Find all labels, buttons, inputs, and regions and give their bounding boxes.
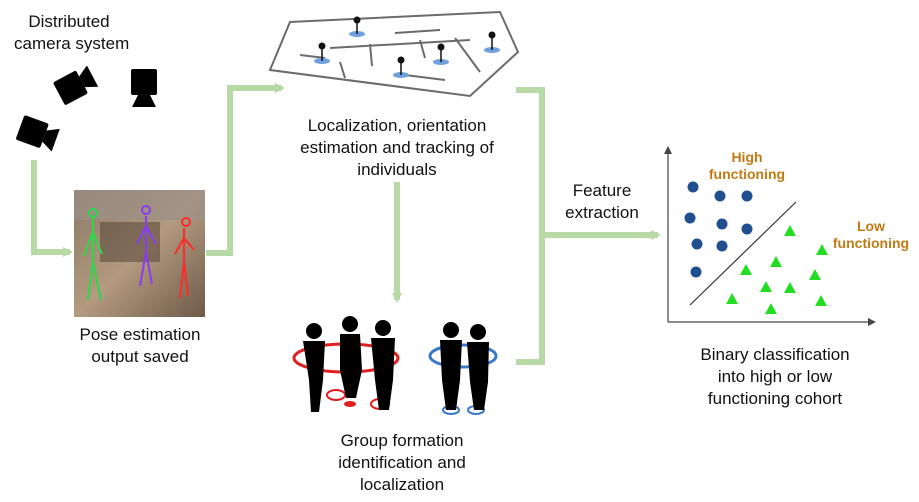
high-functioning-point (691, 238, 703, 250)
video-camera-icon (53, 65, 99, 105)
map-pin-icon (349, 16, 365, 37)
pose-label-line1: Pose estimation (79, 325, 201, 344)
person-silhouette-icon (303, 323, 325, 412)
high-functioning-point (690, 266, 702, 278)
low-functioning-point (765, 303, 777, 314)
low-functioning-point (760, 281, 772, 292)
map-pin-icon (314, 42, 330, 64)
pose-skeleton (136, 205, 157, 287)
loc-label-line3: individuals (357, 160, 437, 179)
group-ring-blue (428, 343, 498, 369)
feature-extraction-label: Feature extraction (552, 180, 652, 224)
high-functioning-points (684, 181, 753, 278)
high-functioning-point (716, 218, 728, 230)
high-functioning-point (714, 190, 726, 202)
high-functioning-point (716, 240, 728, 252)
bin-label-line1: Binary classification (700, 345, 850, 364)
pose-estimation-image (74, 190, 205, 317)
low-functioning-point (815, 295, 827, 306)
person-silhouette-icon (440, 322, 462, 410)
connector-arrows (31, 83, 661, 365)
pose-estimation-label: Pose estimation output saved (60, 324, 220, 368)
low-label-line2: functioning (832, 235, 910, 251)
low-functioning-point (726, 293, 738, 304)
arrow-pose-to-localization (206, 83, 285, 256)
feat-label-line2: extraction (565, 203, 639, 222)
group-label-line3: localization (359, 475, 445, 494)
high-functioning-point (687, 181, 699, 193)
loc-label-line2: estimation and tracking of (300, 138, 494, 157)
group-label-line2: identification and (338, 453, 466, 472)
high-functioning-point (741, 190, 753, 202)
low-functioning-point (770, 256, 782, 267)
group-formation-label: Group formation identification and local… (322, 430, 482, 496)
map-pin-icon (484, 31, 500, 53)
binary-classification-label: Binary classification into high or low f… (680, 344, 870, 410)
low-functioning-point (784, 225, 796, 236)
high-label-line2: functioning (708, 166, 786, 182)
bin-label-line3: functioning cohort (707, 389, 843, 408)
person-silhouette-icon (467, 324, 489, 410)
loc-label-line1: Localization, orientation (307, 116, 487, 135)
pose-skeleton (83, 208, 103, 301)
person-silhouette-icon (371, 320, 395, 410)
video-camera-icon (131, 69, 157, 107)
floor-plan-map (268, 10, 520, 98)
bin-label-line2: into high or low (717, 367, 833, 386)
low-functioning-point (816, 244, 828, 255)
low-functioning-label: Low functioning (826, 218, 916, 252)
classification-plot (664, 146, 876, 326)
camera-label-line2: camera system (14, 34, 130, 53)
pose-label-line2: output saved (91, 347, 189, 366)
camera-label-line1: Distributed (28, 12, 110, 31)
low-functioning-point (740, 264, 752, 275)
pose-skeleton (174, 217, 195, 299)
map-pin-icon (433, 43, 449, 65)
low-functioning-point (809, 269, 821, 280)
bracket-feature-extraction (516, 87, 545, 365)
feat-label-line1: Feature (572, 181, 632, 200)
map-pin-icon (393, 56, 409, 78)
low-label-line1: Low (857, 218, 885, 234)
low-functioning-point (784, 282, 796, 293)
person-silhouette-icon (340, 316, 362, 398)
localization-label: Localization, orientation estimation and… (282, 115, 512, 181)
high-functioning-point (684, 212, 696, 224)
group-label-line1: Group formation (340, 431, 464, 450)
high-functioning-label: High functioning (700, 149, 794, 183)
high-label-line1: High (731, 149, 763, 165)
high-functioning-point (741, 223, 753, 235)
video-camera-icon (16, 115, 60, 152)
group-formation-illustration (292, 316, 498, 415)
arrow-camera-to-pose (31, 160, 73, 257)
camera-system (16, 65, 157, 152)
camera-system-label: Distributed camera system (14, 11, 130, 55)
low-functioning-points (726, 225, 828, 314)
decision-boundary (689, 201, 797, 306)
